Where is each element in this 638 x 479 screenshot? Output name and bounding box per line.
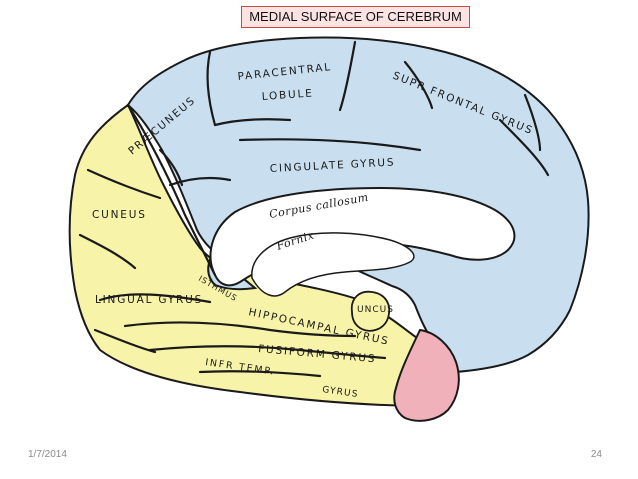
slide-date: 1/7/2014 [28,449,67,460]
slide-title: MEDIAL SURFACE OF CEREBRUM [241,6,470,28]
fornix-region [251,232,415,297]
sulci-lines [78,40,550,378]
uncus-bump [350,290,391,332]
slide-page-number: 24 [590,449,602,460]
label-lingual: LINGUAL GYRUS [95,294,203,306]
temporal-pole-region [393,328,460,422]
label-cuneus: CUNEUS [92,209,147,221]
label-uncus: UNCUS [357,305,394,315]
label-lobule: LOBULE [261,87,314,103]
